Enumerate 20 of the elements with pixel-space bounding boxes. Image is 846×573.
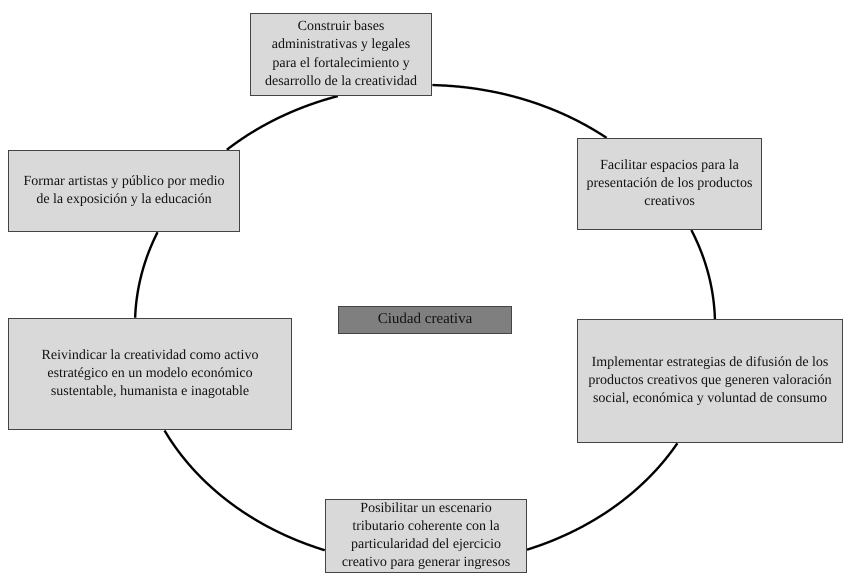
strategy-box <box>577 138 762 230</box>
box-text: Construir bases administrativas y legales para el fortalecimiento y desarrollo de la creatividad <box>264 18 418 91</box>
strategy-box <box>8 150 240 232</box>
circle-arc-connector <box>226 94 339 151</box>
strategy-box <box>577 319 843 443</box>
strategy-box <box>250 13 432 96</box>
strategy-box <box>8 318 292 430</box>
circle-arc-connector <box>163 430 326 552</box>
box-text: Posibilitar un escenario tributario coherente con la particularidad del ejercicio creativo para generar ingresos <box>340 500 512 572</box>
circle-arc-connector <box>690 229 716 320</box>
box-text: Reivindicar la creatividad como activo estratégico en un modelo económico sustentable, humanista e inagotable <box>40 346 260 402</box>
circle-arc-connector <box>134 231 159 319</box>
central-concept-box <box>338 306 512 334</box>
strategy-box <box>325 499 527 573</box>
box-text: Ciudad creativa <box>378 310 472 330</box>
box-text: Formar artistas y público por medio de la exposición y la educación <box>22 172 226 209</box>
circle-arc-connector <box>526 442 678 551</box>
box-text: Facilitar espacios para la presentación de los productos creativos <box>586 156 753 212</box>
box-text: Implementar estrategias de difusión de los productos creativos que generen valoración social, económica y voluntad de consumo <box>587 354 833 408</box>
circle-arc-connector <box>432 84 608 139</box>
